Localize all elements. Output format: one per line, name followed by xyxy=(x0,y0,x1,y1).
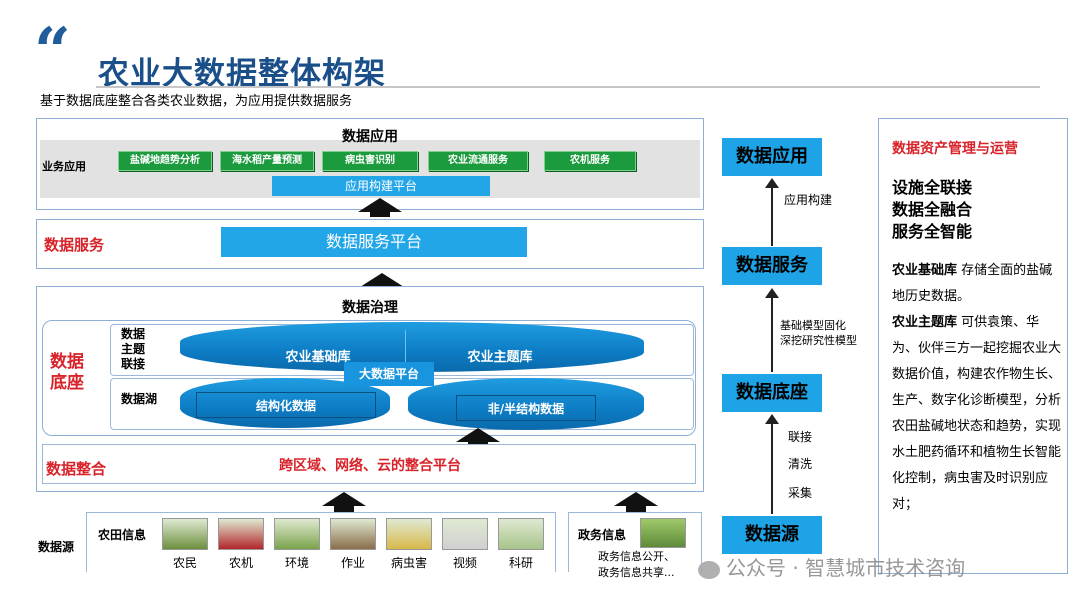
flow-arrow-line xyxy=(771,424,773,514)
unstructured-data: 非/半结构数据 xyxy=(487,402,565,416)
basic-library: 农业基础库 xyxy=(285,350,351,365)
up-arrow-icon xyxy=(456,428,500,442)
library-drum-divider xyxy=(405,330,406,366)
farm-item-label: 科研 xyxy=(508,556,533,570)
asset-point-2: 数据全融合 xyxy=(892,200,973,219)
up-arrow-stem xyxy=(370,211,390,217)
asset-desc2-text: 可供袁策、华为、伙伴三方一起挖掘农业大数据价值，构建农作物生长、生产、数字化诊断… xyxy=(892,315,1062,512)
up-arrow-icon xyxy=(322,492,366,506)
flow-label-clean: 清洗 xyxy=(788,457,813,471)
watermark: 公众号 · 智慧城市技术咨询 xyxy=(698,552,965,581)
farm-item-label: 作业 xyxy=(340,556,365,570)
big-data-platform: 大数据平台 xyxy=(344,362,434,386)
asset-panel xyxy=(878,118,1068,574)
app-button-machinery[interactable]: 农机服务 xyxy=(544,151,636,171)
flow-arrow-icon xyxy=(765,178,779,188)
asset-desc1-text: 存储全面的盐碱地历史数据。 xyxy=(892,263,1053,304)
flow-node-service: 数据服务 xyxy=(722,247,822,285)
structured-data-box xyxy=(196,392,376,418)
quote-icon: “ xyxy=(34,14,71,89)
unstructured-drum xyxy=(408,378,644,430)
integration-text: 跨区域、网络、云的整合平台 xyxy=(279,458,461,474)
tractor-photo xyxy=(218,518,264,550)
unstructured-data-box xyxy=(456,395,596,421)
flow-node-app: 数据应用 xyxy=(722,138,822,176)
up-arrow-icon xyxy=(360,273,404,287)
theme-row-label-1: 数据 xyxy=(121,327,146,341)
app-build-platform: 应用构建平台 xyxy=(272,176,490,196)
flow-label-connect: 联接 xyxy=(788,430,813,444)
farm-info-title: 农田信息 xyxy=(98,528,147,542)
app-layer-title: 数据应用 xyxy=(342,129,398,145)
governance-title: 数据治理 xyxy=(342,300,398,316)
farm-item-label: 病虫害 xyxy=(390,556,427,570)
flow-arrow1-label: 应用构建 xyxy=(784,193,833,207)
flow-arrow2-line2: 深挖研究性模型 xyxy=(780,334,857,347)
up-arrow-stem xyxy=(468,441,488,446)
field-photo xyxy=(274,518,320,550)
flow-label-collect: 采集 xyxy=(788,486,813,500)
flow-node-source: 数据源 xyxy=(722,516,822,554)
business-app-label: 业务应用 xyxy=(42,160,86,173)
farmers-photo xyxy=(162,518,208,550)
gov-info-title: 政务信息 xyxy=(578,528,627,542)
app-button-saline-trend[interactable]: 盐碱地趋势分析 xyxy=(118,151,212,171)
structured-data: 结构化数据 xyxy=(255,399,316,413)
gov-photo xyxy=(640,518,686,548)
gov-line-1: 政务信息公开、 xyxy=(598,550,675,563)
farm-item-label: 环境 xyxy=(284,556,309,570)
structured-drum xyxy=(180,378,390,428)
up-arrow-icon xyxy=(358,198,402,212)
farming-photo xyxy=(330,518,376,550)
flow-arrow-icon xyxy=(765,288,779,298)
up-arrow-stem xyxy=(334,505,354,513)
farm-item-label: 农民 xyxy=(172,556,197,570)
app-button-rice-yield[interactable]: 海水稻产量预测 xyxy=(220,151,314,171)
asset-desc1-bold: 农业基础库 xyxy=(892,263,958,278)
asset-panel-title: 数据资产管理与运营 xyxy=(892,141,1018,157)
integration-row xyxy=(42,444,696,484)
gov-line-2: 政务信息共享... xyxy=(598,566,675,579)
base-label-line1: 数据 xyxy=(50,352,84,372)
flow-arrow-line xyxy=(771,298,773,372)
asset-point-3: 服务全智能 xyxy=(892,222,973,241)
service-layer-label: 数据服务 xyxy=(44,236,105,254)
flow-node-base: 数据底座 xyxy=(722,374,822,412)
farm-item-label: 视频 xyxy=(452,556,477,570)
app-button-circulation[interactable]: 农业流通服务 xyxy=(428,151,528,171)
camera-photo xyxy=(442,518,488,550)
page-subtitle: 基于数据底座整合各类农业数据，为应用提供数据服务 xyxy=(40,94,353,109)
integration-label: 数据整合 xyxy=(46,460,107,478)
theme-row-label: 数据 主题 联接 xyxy=(121,327,145,372)
title-divider xyxy=(96,86,1040,88)
theme-row-label-2: 主题 xyxy=(121,342,146,356)
asset-point-1: 设施全联接 xyxy=(892,178,973,197)
theme-library: 农业主题库 xyxy=(467,350,533,365)
researcher-photo xyxy=(498,518,544,550)
asset-desc: 农业基础库 存储全面的盐碱地历史数据。 农业主题库 可供袁策、华为、伙伴三方一起… xyxy=(892,258,1062,518)
watermark-text: 公众号 · 智慧城市技术咨询 xyxy=(726,556,966,580)
asset-desc2-bold: 农业主题库 xyxy=(892,315,958,330)
base-label: 数据 底座 xyxy=(50,352,84,394)
up-arrow-stem xyxy=(626,505,646,513)
flow-arrow-line xyxy=(771,188,773,246)
farm-item-label: 农机 xyxy=(228,556,253,570)
flow-arrow-icon xyxy=(765,414,779,424)
theme-row-label-3: 联接 xyxy=(121,357,146,371)
lake-row-label: 数据湖 xyxy=(121,392,158,406)
app-button-pest-recognition[interactable]: 病虫害识别 xyxy=(322,151,418,171)
sources-label: 数据源 xyxy=(38,540,75,554)
data-service-platform: 数据服务平台 xyxy=(221,227,527,257)
flow-arrow2-line1: 基础模型固化 xyxy=(780,319,846,332)
insect-lamp-photo xyxy=(386,518,432,550)
up-arrow-icon xyxy=(614,492,658,506)
base-label-line2: 底座 xyxy=(50,373,84,393)
wechat-icon xyxy=(698,560,720,579)
flow-arrow2-label: 基础模型固化 深挖研究性模型 xyxy=(780,318,857,348)
